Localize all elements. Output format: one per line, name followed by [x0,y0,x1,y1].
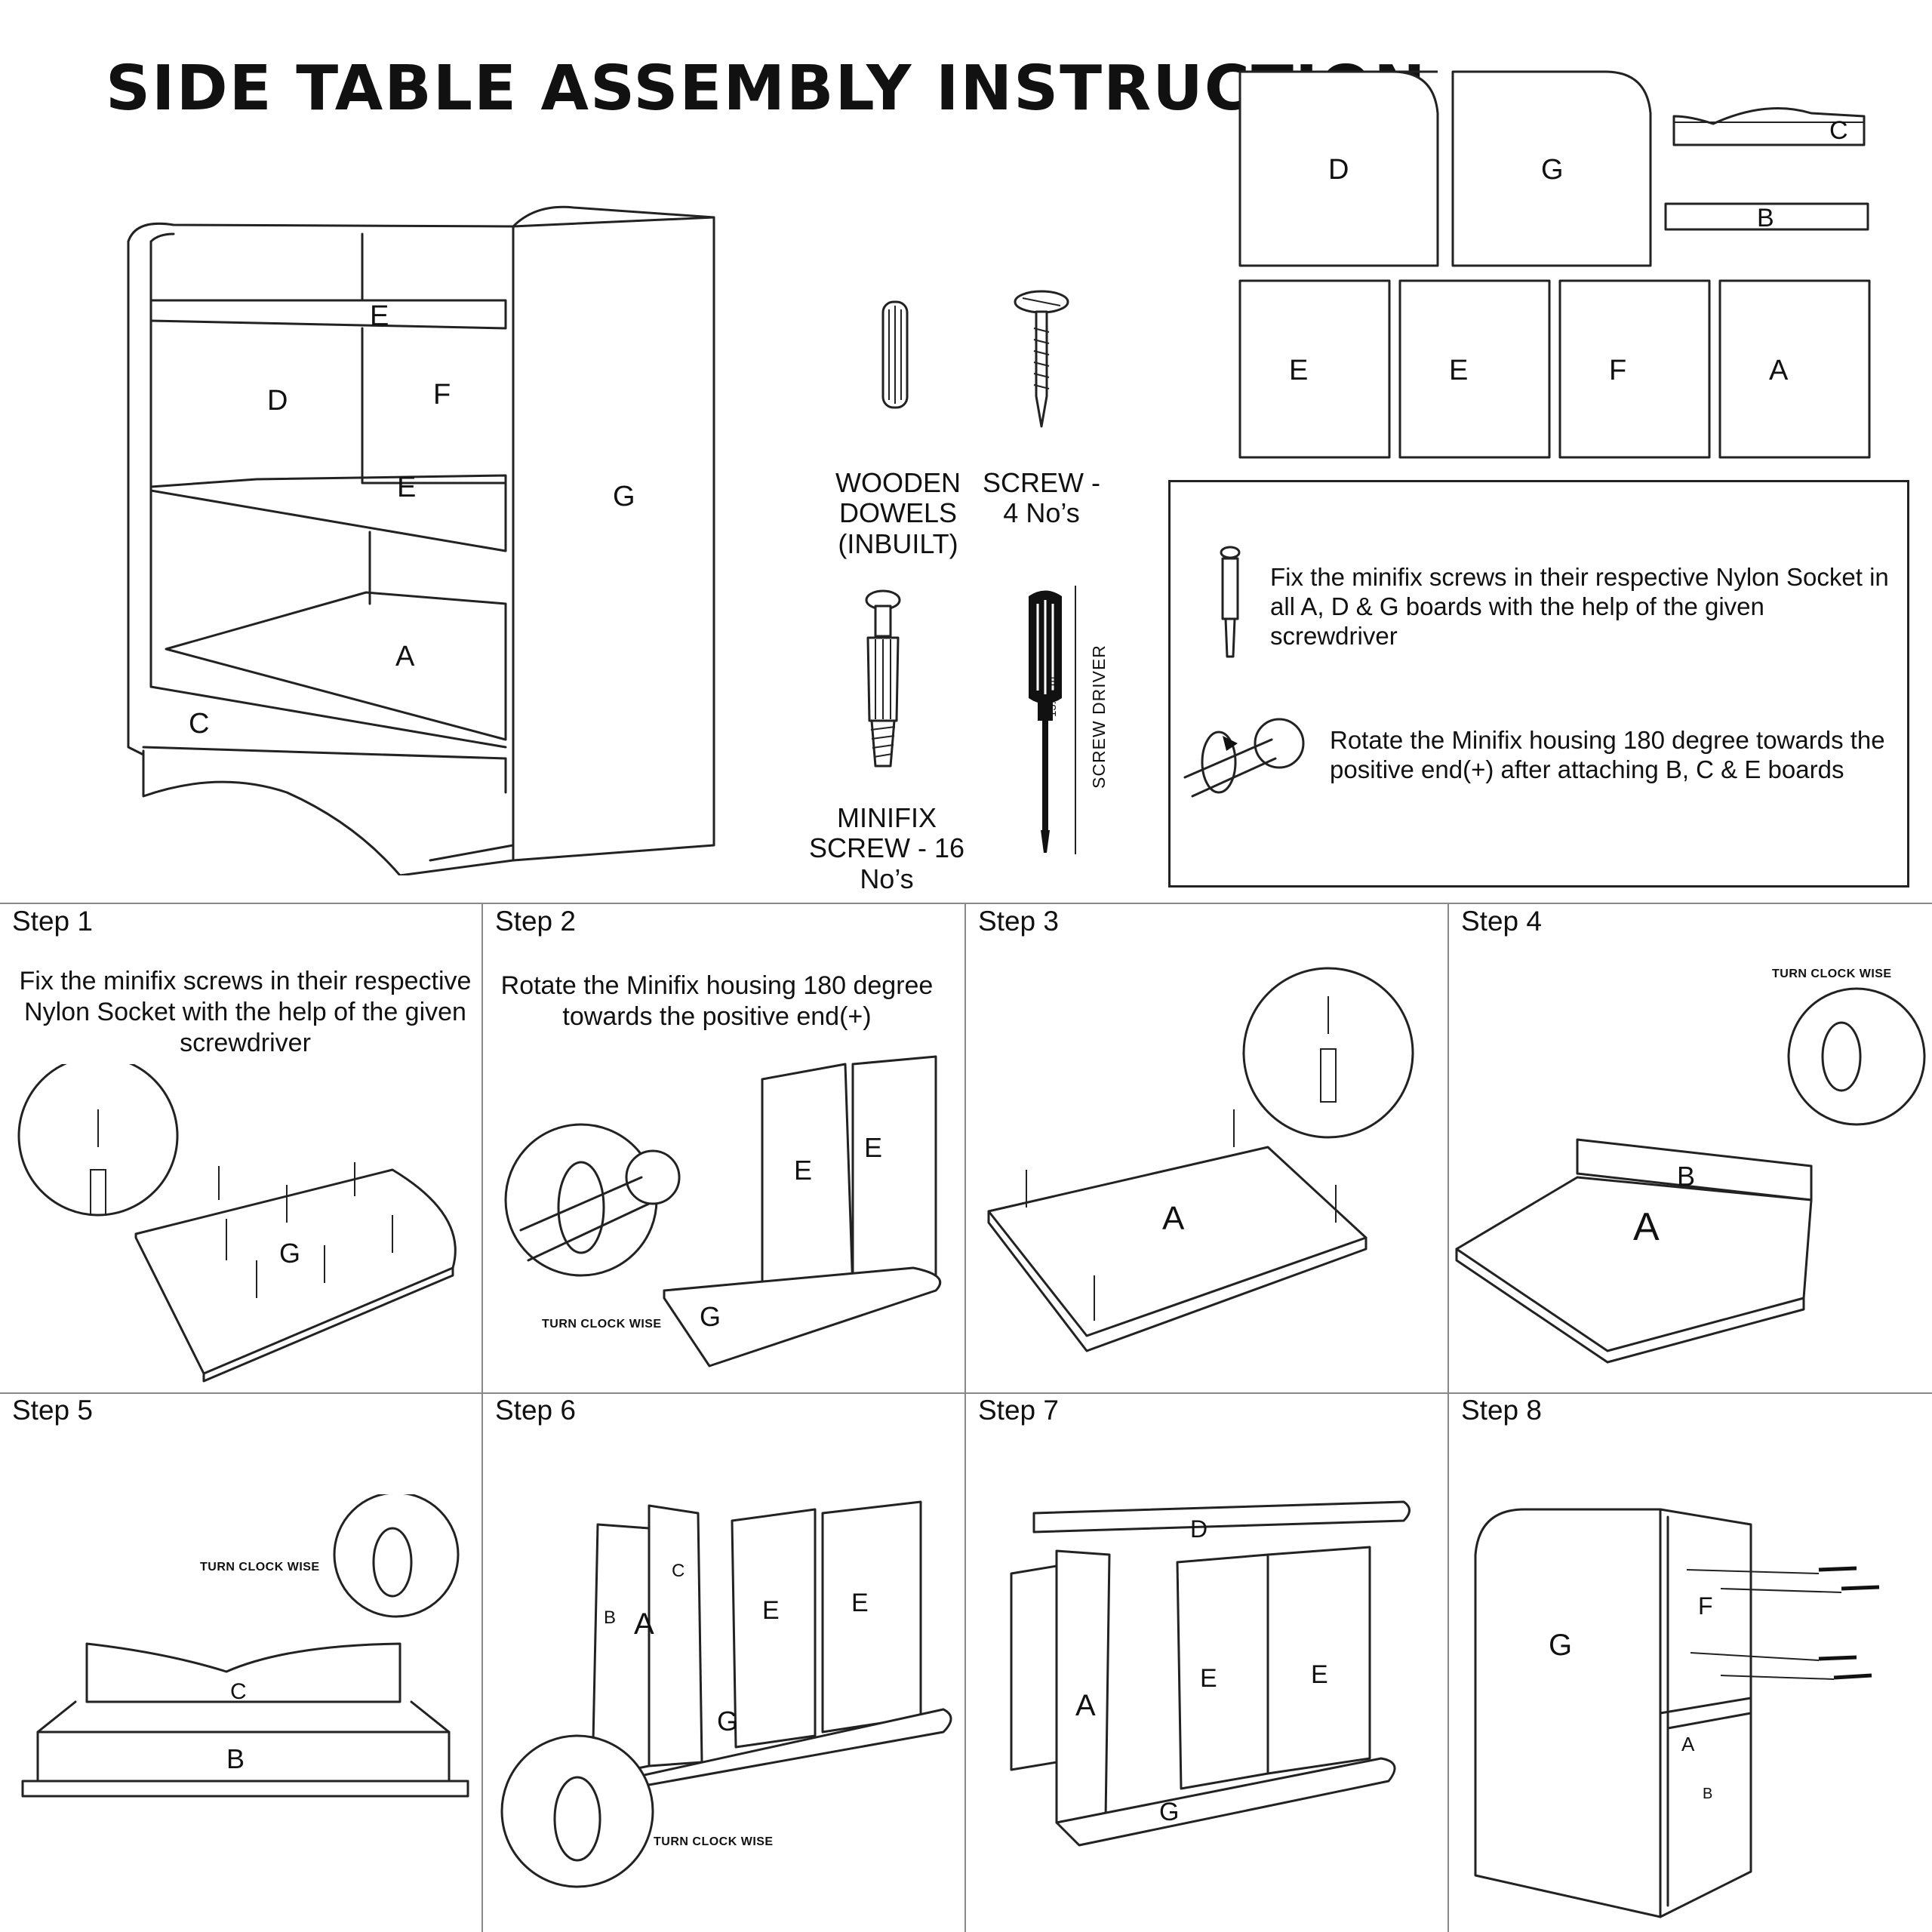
step-6-label-e2: E [851,1589,869,1617]
step-7-label-e1: E [1200,1664,1217,1693]
dowels-label: WOODEN DOWELS (INBUILT) [835,467,961,559]
step-4-label-b: B [1677,1161,1696,1192]
screwdriver-label: SCREW DRIVER [1089,645,1109,789]
rotate-housing-icon [1183,718,1305,798]
step-3-label-a: A [1162,1200,1185,1237]
step-6-illustration [500,1500,952,1888]
step-5-label-b: B [226,1743,245,1774]
grid-divider-col1 [481,903,483,1932]
step-8-illustration [1474,1508,1880,1918]
step-2-illustration [504,1055,942,1367]
board-label-c: C [1829,116,1848,145]
instruction-1: Fix the minifix screws in their respecti… [1270,563,1889,650]
step-5-label-c: C [230,1679,247,1704]
step-2-label-e1: E [794,1155,813,1186]
minifix-screw-icon [865,589,901,768]
step-2-title: Step 2 [495,906,576,937]
step-8-label-a: A [1681,1733,1695,1755]
board-label-b: B [1757,204,1774,232]
step-5-note: TURN CLOCK WISE [200,1561,320,1574]
step-3-illustration [987,967,1414,1352]
step-2-text: Rotate the Minifix housing 180 degree to… [500,971,934,1031]
minifix-screw-small-icon [1220,546,1241,658]
overview-label-d: D [267,385,288,417]
step-4-illustration [1455,987,1926,1364]
page-title: SIDE TABLE ASSEMBLY INSTRUCTION [106,53,1427,125]
step-5-title: Step 5 [12,1395,93,1426]
grid-divider-col3 [1447,903,1449,1932]
step-7-label-a: A [1075,1689,1096,1722]
step-6-title: Step 6 [495,1395,576,1426]
step-4-note: TURN CLOCK WISE [1772,968,1892,980]
overview-label-e-mid: E [397,472,417,503]
step-4-label-a: A [1633,1205,1660,1249]
step-2-label-e2: E [864,1132,883,1163]
step-1-illustration [17,1064,457,1383]
overview-label-e-top: E [370,300,389,332]
overview-label-f: F [433,379,451,411]
step-7-label-e2: E [1311,1660,1328,1689]
board-pieces [1238,70,1871,459]
step-7-label-d: D [1190,1515,1208,1543]
step-6-note: TURN CLOCK WISE [654,1835,774,1848]
board-label-a: A [1769,355,1789,386]
board-label-e1: E [1289,355,1309,386]
step-6-label-c: C [672,1561,685,1581]
grid-divider-top [0,903,1932,904]
screw-icon [1014,290,1069,428]
minifix-label: MINIFIX SCREW - 16 No’s [808,802,965,894]
step-6-label-a: A [634,1607,654,1641]
screwdriver-size: 13.5 cm [1046,676,1059,717]
screwdriver-icon [1029,590,1062,853]
instruction-box [1168,480,1909,888]
board-label-f: F [1609,355,1627,386]
step-7-label-g: G [1159,1798,1180,1826]
overview-label-g: G [613,481,635,512]
assembled-table-illustration [127,205,715,875]
step-1-label-g: G [279,1238,301,1269]
step-8-label-b: B [1703,1786,1713,1802]
step-6-label-e1: E [762,1596,780,1625]
grid-divider-col2 [964,903,966,1932]
overview-label-a: A [395,641,415,672]
board-label-d: D [1328,154,1349,186]
step-2-note: TURN CLOCK WISE [542,1318,662,1331]
step-4-title: Step 4 [1461,906,1542,937]
step-2-label-g: G [700,1301,721,1332]
step-8-title: Step 8 [1461,1395,1542,1426]
grid-divider-middle [0,1392,1932,1394]
step-3-title: Step 3 [978,906,1059,937]
overview-label-c: C [189,708,210,740]
step-7-illustration [1010,1500,1411,1847]
board-label-g: G [1541,154,1564,186]
screw-label: SCREW - 4 No’s [983,467,1100,529]
step-6-label-g: G [717,1706,739,1737]
step-1-title: Step 1 [12,906,93,937]
step-8-label-f: F [1698,1592,1713,1620]
step-8-label-g: G [1549,1629,1573,1662]
step-5-illustration [21,1494,469,1798]
screwdriver-dimension-line [1075,586,1076,854]
board-label-e2: E [1449,355,1469,386]
wooden-dowel-icon [881,300,909,409]
step-1-text: Fix the minifix screws in their respecti… [19,967,472,1057]
instruction-2: Rotate the Minifix housing 180 degree to… [1330,726,1885,783]
step-6-label-b: B [604,1607,617,1628]
step-7-title: Step 7 [978,1395,1059,1426]
